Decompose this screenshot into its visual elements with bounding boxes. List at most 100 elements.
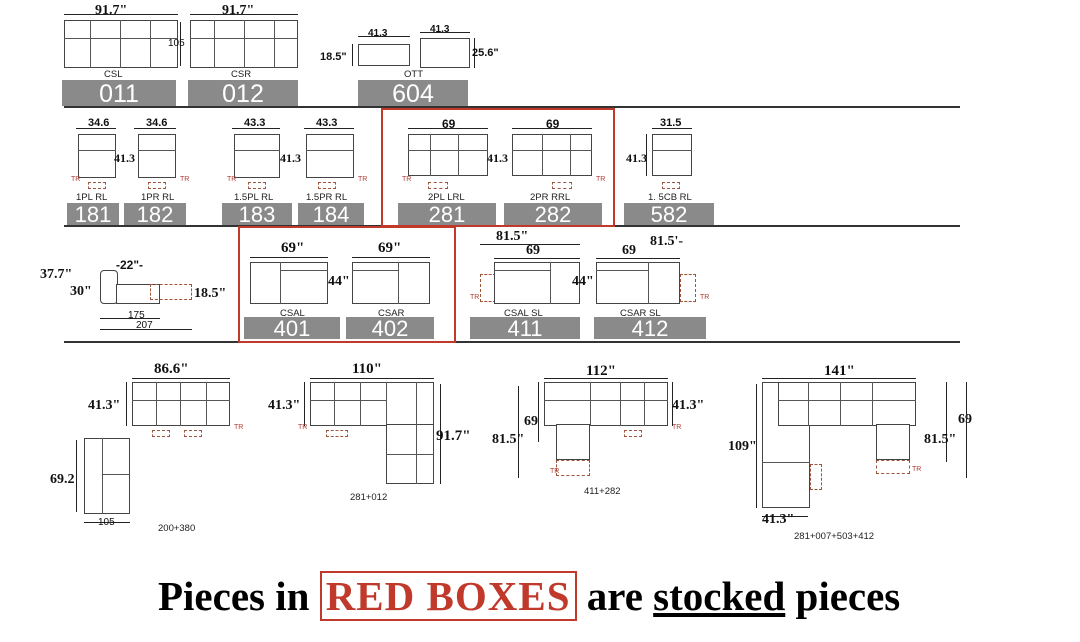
c4-width: 141" <box>824 363 855 379</box>
profile-h1: 37.7" <box>40 267 73 282</box>
p182-code-badge: 182 <box>124 203 186 225</box>
csr-label: CSR <box>231 69 252 80</box>
p411-code-badge: 411 <box>470 317 580 339</box>
p181-label: 1PL RL <box>76 192 108 203</box>
row-divider-3 <box>64 341 960 343</box>
profile-recline: -22"- <box>116 258 144 272</box>
p183-label: 1.5PL RL <box>234 192 274 203</box>
p582-width: 31.5 <box>660 117 682 129</box>
profile-d1: 175 <box>128 310 145 321</box>
csl-width: 91.7" <box>95 3 128 18</box>
c3-chaise-footrest <box>556 460 590 476</box>
c4-combo: 281+007+503+412 <box>794 531 875 542</box>
csl-label: CSL <box>104 69 123 80</box>
p282-width: 69 <box>546 117 560 131</box>
profile-h3: 18.5" <box>194 286 227 301</box>
p184-width: 43.3 <box>316 117 338 129</box>
p181-drawing <box>78 134 116 178</box>
ott-side-drawing <box>358 44 410 66</box>
p182-drawing <box>138 134 176 178</box>
p401-drawing <box>250 262 328 304</box>
p412-width-top: 81.5'- <box>650 234 684 249</box>
notice-red-boxes: RED BOXES <box>319 571 577 621</box>
p412-label: CSAR SL <box>620 308 661 319</box>
p582-label: 1. 5CB RL <box>648 192 692 203</box>
notice-text-3: pieces <box>785 573 901 619</box>
p412-drawing <box>596 262 680 304</box>
p401-width: 69" <box>281 240 305 256</box>
p281-code-badge: 281 <box>398 203 496 225</box>
csr-width: 91.7" <box>222 3 255 18</box>
p184-height: 41.3 <box>280 151 301 165</box>
stocked-red-box-401-402 <box>238 226 456 343</box>
ott-code-badge: 604 <box>358 80 468 106</box>
c3-left: 81.5" <box>492 432 525 447</box>
c2-combo: 281+012 <box>350 492 388 503</box>
c1-width: 86.6" <box>154 361 189 377</box>
p402-code-badge: 402 <box>346 317 434 339</box>
profile-d2: 207 <box>136 320 153 331</box>
csl-code-badge: 011 <box>62 80 176 106</box>
p411-drawing <box>494 262 580 304</box>
c4-top-drawing <box>778 382 916 426</box>
p411-width: 69 <box>526 243 540 258</box>
p182-width: 34.6 <box>146 117 168 129</box>
p282-label: 2PR RRL <box>530 192 571 203</box>
profile-h2: 30" <box>70 284 92 299</box>
c4-bottom: 41.3" <box>762 512 795 527</box>
c4-right: 81.5" <box>924 432 957 447</box>
c4-left-footrest <box>810 464 822 490</box>
p182-height: 41.3 <box>114 151 135 165</box>
p401-label: CSAL <box>280 308 305 319</box>
p281-width: 69 <box>442 117 456 131</box>
p412-width: 69 <box>622 243 636 258</box>
notice-text-2: are <box>576 573 654 619</box>
ott-right-height: 25.6" <box>472 47 499 59</box>
p183-drawing <box>234 134 280 178</box>
p582-drawing <box>652 134 692 176</box>
csl-drawing <box>64 20 178 68</box>
p282-code-badge: 282 <box>504 203 602 225</box>
p184-code-badge: 184 <box>298 203 364 225</box>
p182-label: 1PR RL <box>141 192 175 203</box>
p402-label: CSAR <box>378 308 405 319</box>
p411-width-top: 81.5" <box>496 229 529 244</box>
c2-sofa-drawing <box>310 382 434 426</box>
ott-left-height: 18.5" <box>320 51 347 63</box>
c3-combo: 411+282 <box>584 486 621 497</box>
p412-footrest <box>680 274 696 302</box>
p282-height: 41.3 <box>487 151 508 165</box>
stocked-pieces-notice: Pieces in RED BOXES are stocked pieces <box>158 571 1058 632</box>
c1-height: 41.3" <box>88 398 121 413</box>
c4-left: 109" <box>728 439 757 454</box>
c1-chaise-drawing <box>84 438 130 514</box>
c2-height: 41.3" <box>268 398 301 413</box>
p282-drawing <box>512 134 592 176</box>
notice-stocked: stocked <box>653 573 786 619</box>
c2-width: 110" <box>352 361 382 377</box>
p411-label: CSAL SL <box>504 308 543 319</box>
p183-width: 43.3 <box>244 117 266 129</box>
p281-drawing <box>408 134 488 176</box>
ott-top-dim-2: 41.3 <box>430 24 450 35</box>
c3-right: 41.3" <box>672 398 705 413</box>
p582-height: 41.3 <box>626 151 647 165</box>
p184-label: 1.5PR RL <box>306 192 348 203</box>
p281-label: 2PL LRL <box>428 192 465 203</box>
c1-sofa-drawing <box>132 382 230 426</box>
notice-text-1: Pieces in <box>158 573 320 619</box>
p412-height: 44" <box>572 274 594 289</box>
profile-footrest <box>150 284 192 300</box>
p402-height: 44" <box>328 274 350 289</box>
c4-right-chaise-drawing <box>876 424 910 460</box>
csr-depth: 105 <box>168 38 185 49</box>
c3-left-inner: 69 <box>524 414 538 429</box>
csr-code-badge: 012 <box>188 80 298 106</box>
row-divider-1 <box>64 106 960 108</box>
c1-side: 69.2 <box>50 472 75 487</box>
p183-code-badge: 183 <box>222 203 292 225</box>
ott-label: OTT <box>404 69 423 80</box>
p412-code-badge: 412 <box>594 317 706 339</box>
c3-chaise-drawing <box>556 424 590 460</box>
